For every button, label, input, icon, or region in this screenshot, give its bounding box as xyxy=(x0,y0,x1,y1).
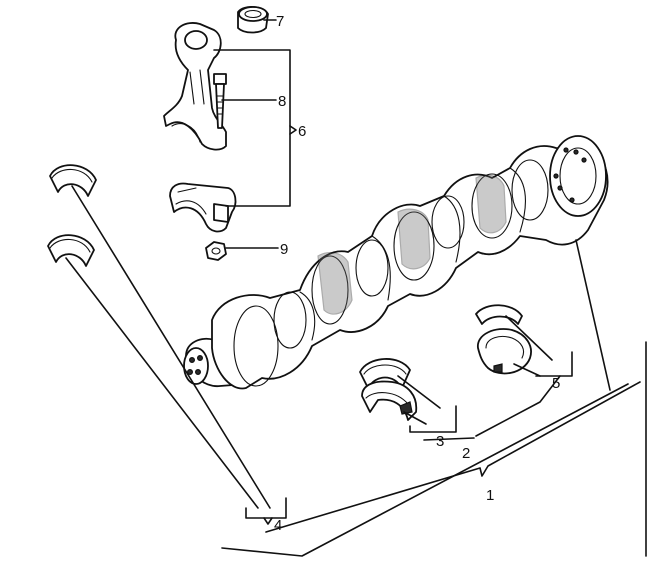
bearing-shell-upper-left xyxy=(49,164,97,197)
thrust-washer-lower xyxy=(477,328,532,375)
callout-8: 8 xyxy=(278,93,286,110)
connecting-rod xyxy=(163,22,227,151)
callout-7: 7 xyxy=(276,13,284,30)
callout-6: 6 xyxy=(298,123,306,140)
main-bearing-shell-lower xyxy=(361,380,418,421)
callout-3: 3 xyxy=(436,433,444,450)
rod-nut xyxy=(205,241,227,261)
rod-bolt xyxy=(213,73,227,129)
rod-cap xyxy=(169,182,237,233)
callout-4: 4 xyxy=(274,517,282,534)
bearing-shell-lower-left xyxy=(47,234,95,267)
callout-9: 9 xyxy=(280,241,288,258)
small-end-bushing xyxy=(237,6,269,34)
callout-1: 1 xyxy=(486,487,494,504)
callout-5: 5 xyxy=(552,375,560,392)
crankshaft xyxy=(183,135,609,390)
callout-labels: 1 2 3 4 5 6 7 8 9 xyxy=(274,13,560,534)
main-bearing-shell-upper xyxy=(359,358,411,389)
thrust-washer-upper xyxy=(475,304,523,325)
callout-2: 2 xyxy=(462,445,470,462)
leader-lines xyxy=(65,19,647,557)
